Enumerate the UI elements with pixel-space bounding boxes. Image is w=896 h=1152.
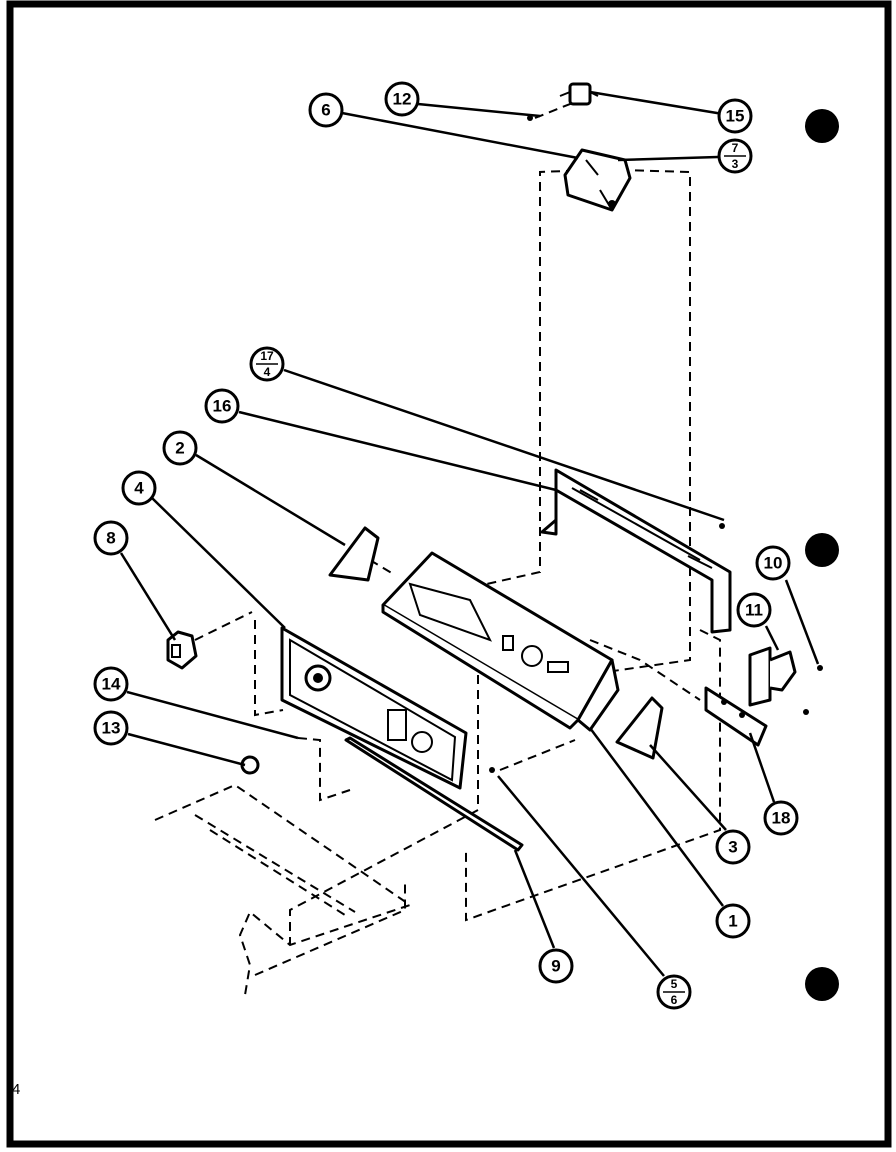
callout-6: 6 bbox=[308, 92, 344, 128]
callout-9: 9 bbox=[538, 948, 574, 984]
part-4-control-panel bbox=[280, 626, 468, 790]
page-number: 4 bbox=[12, 1081, 20, 1098]
callout-8: 8 bbox=[93, 520, 129, 556]
svg-text:1: 1 bbox=[728, 912, 737, 931]
callout-12: 12 bbox=[384, 81, 420, 117]
svg-text:12: 12 bbox=[393, 90, 412, 109]
svg-text:18: 18 bbox=[772, 809, 791, 828]
part-2-left-end-cap bbox=[328, 526, 380, 582]
svg-text:14: 14 bbox=[102, 675, 121, 694]
assembly-guide-lines bbox=[194, 99, 721, 945]
part-11-switch bbox=[748, 646, 797, 707]
svg-text:15: 15 bbox=[726, 107, 745, 126]
part-1-console bbox=[381, 551, 620, 732]
svg-text:10: 10 bbox=[764, 554, 783, 573]
part-18-screw bbox=[803, 709, 809, 715]
svg-text:17: 17 bbox=[260, 349, 274, 363]
callout-17-4: 17 4 bbox=[249, 346, 285, 382]
callout-13: 13 bbox=[93, 710, 129, 746]
svg-text:5: 5 bbox=[671, 977, 678, 991]
part-10-screw bbox=[817, 665, 823, 671]
part-9-trim-strip bbox=[344, 736, 524, 852]
cabinet-top-outline bbox=[154, 783, 413, 996]
callout-10: 10 bbox=[755, 545, 791, 581]
callout-3: 3 bbox=[715, 829, 751, 865]
part-3-right-end-cap bbox=[615, 696, 664, 760]
callout-4: 4 bbox=[121, 470, 157, 506]
callout-11: 11 bbox=[736, 592, 772, 628]
svg-text:6: 6 bbox=[671, 993, 678, 1007]
callout-16: 16 bbox=[204, 388, 240, 424]
binder-hole-top bbox=[805, 109, 839, 143]
binder-hole-bottom bbox=[805, 967, 839, 1001]
svg-text:16: 16 bbox=[213, 397, 232, 416]
callout-7-3: 7 3 bbox=[717, 138, 753, 174]
page-frame bbox=[6, 0, 892, 1148]
svg-text:8: 8 bbox=[106, 529, 115, 548]
part-16-back-bracket bbox=[540, 468, 732, 634]
part-6-timer bbox=[563, 148, 632, 212]
part-12-screw bbox=[527, 115, 533, 121]
part-5-6-screw bbox=[489, 767, 495, 773]
callout-15: 15 bbox=[717, 98, 753, 134]
part-8-knob bbox=[166, 630, 198, 670]
part-18-mounting-plate bbox=[704, 686, 809, 747]
svg-text:9: 9 bbox=[551, 957, 560, 976]
svg-text:11: 11 bbox=[745, 601, 763, 620]
part-15-clip bbox=[559, 82, 599, 106]
callout-18: 18 bbox=[763, 800, 799, 836]
binder-hole-middle bbox=[805, 533, 839, 567]
callout-5-6: 5 6 bbox=[656, 974, 692, 1010]
callout-1: 1 bbox=[715, 903, 751, 939]
callout-2: 2 bbox=[162, 430, 198, 466]
svg-text:6: 6 bbox=[321, 101, 330, 120]
svg-text:4: 4 bbox=[264, 365, 271, 379]
svg-text:3: 3 bbox=[732, 157, 739, 171]
svg-text:7: 7 bbox=[732, 141, 739, 155]
svg-text:3: 3 bbox=[728, 838, 737, 857]
callout-14: 14 bbox=[93, 666, 129, 702]
svg-text:13: 13 bbox=[102, 719, 121, 738]
svg-text:2: 2 bbox=[175, 439, 184, 458]
svg-text:4: 4 bbox=[134, 479, 144, 498]
leader-lines bbox=[119, 90, 820, 977]
